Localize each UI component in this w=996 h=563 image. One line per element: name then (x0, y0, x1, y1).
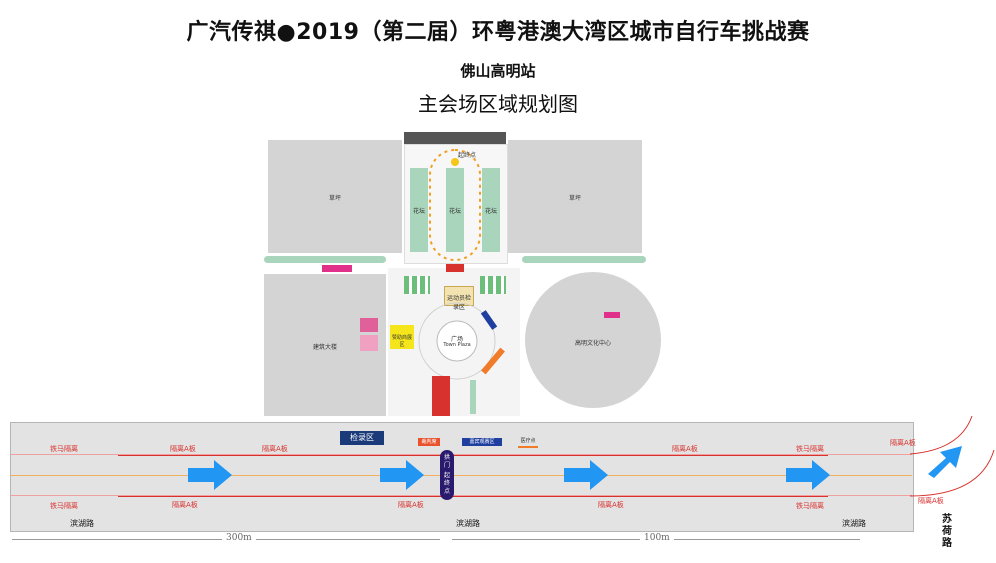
pink-booth-1 (360, 318, 378, 332)
arrow-right-icon-2 (380, 460, 424, 490)
culture-center-label: 高明文化中心 (574, 340, 611, 347)
arch-label-2: 起终点 (443, 472, 450, 495)
yellow-area-label: 赞助商展区 (391, 335, 412, 348)
barrier-7: 隔离A板 (598, 501, 624, 509)
building-left-label: 建筑大楼 (312, 344, 337, 351)
arrow-right-icon-1 (188, 460, 232, 490)
plaza-center-sub: Town Plaza (443, 342, 471, 348)
tag-referee: 裁判席 (418, 438, 440, 446)
culture-tag (604, 312, 620, 318)
lane-top (118, 454, 828, 456)
green-strip-plaza (470, 380, 476, 414)
station-subtitle: 佛山高明站 (460, 62, 536, 80)
barrier-2: 隔离A板 (262, 445, 288, 453)
lane-bottom (118, 495, 828, 497)
barrier-6: 隔离A板 (398, 501, 424, 509)
yellow-area: 赞助商展区 (390, 325, 414, 349)
tent-area: 运动员检录区 (444, 286, 474, 311)
flower-bed-right: 花坛 (482, 168, 500, 252)
cone-track (429, 149, 481, 261)
center-line (10, 475, 912, 476)
green-belt-left (264, 256, 386, 263)
lawn-left-label: 草坪 (328, 195, 341, 202)
scale-right-label: 100m (640, 533, 674, 543)
check-area: 检录区 (340, 431, 384, 445)
tag-medical: 医疗点 (518, 436, 538, 448)
lane-bottom-ext (10, 495, 912, 496)
plaza-ring (418, 302, 496, 380)
flower-bed-left: 花坛 (410, 168, 428, 252)
pink-booth-2 (360, 335, 378, 351)
road-name-3: 滨湖路 (842, 519, 866, 528)
lawn-right: 草坪 (508, 140, 642, 253)
lane-top-ext (10, 454, 912, 455)
barrier-4: 隔离A板 (890, 439, 916, 447)
road-name-2: 滨湖路 (456, 519, 480, 528)
arrow-up-right-icon (928, 446, 962, 478)
horse-barrier-bl: 铁马隔离 (50, 502, 78, 510)
side-road-curve (910, 415, 995, 497)
lawn-right-label: 草坪 (568, 195, 581, 202)
green-belt-right (522, 256, 646, 263)
arrow-right-icon-4 (786, 460, 830, 490)
barrier-5: 隔离A板 (172, 501, 198, 509)
pink-tag (322, 265, 352, 272)
flower-bed-mid: 花坛 (446, 168, 464, 252)
plaza-top-red (446, 264, 464, 272)
barrier-8: 隔离A板 (918, 497, 944, 505)
road-name-1: 滨湖路 (70, 519, 94, 528)
top-gate (404, 132, 506, 144)
lawn-left: 草坪 (268, 140, 402, 253)
arrow-right-icon-3 (564, 460, 608, 490)
event-title: 广汽传祺●2019（第二届）环粤港澳大湾区城市自行车挑战赛 (186, 20, 810, 45)
barrier-1: 隔离A板 (170, 445, 196, 453)
horse-barrier-br: 铁马隔离 (796, 502, 824, 510)
barrier-3: 隔离A板 (672, 445, 698, 453)
arch-label-1: 拱门 (443, 454, 450, 469)
red-block (432, 376, 450, 416)
tent-label: 运动员检录区 (446, 295, 471, 311)
horse-barrier-tr: 铁马隔离 (796, 445, 824, 453)
green-tables-left (404, 276, 430, 294)
start-arch[interactable]: 拱门 起终点 (440, 450, 454, 500)
horse-barrier-tl: 铁马隔离 (50, 445, 78, 453)
finish-top-label: 起终点 (457, 152, 476, 159)
map-title: 主会场区域规划图 (418, 92, 578, 116)
culture-center: 高明文化中心 (525, 272, 661, 408)
plaza-center-label: 广场 (450, 336, 463, 343)
side-road-name: 苏荷路 (942, 514, 952, 549)
tag-vip: 嘉宾观赛区 (462, 438, 502, 446)
green-tables-right (480, 276, 506, 294)
scale-left-label: 300m (222, 533, 256, 543)
